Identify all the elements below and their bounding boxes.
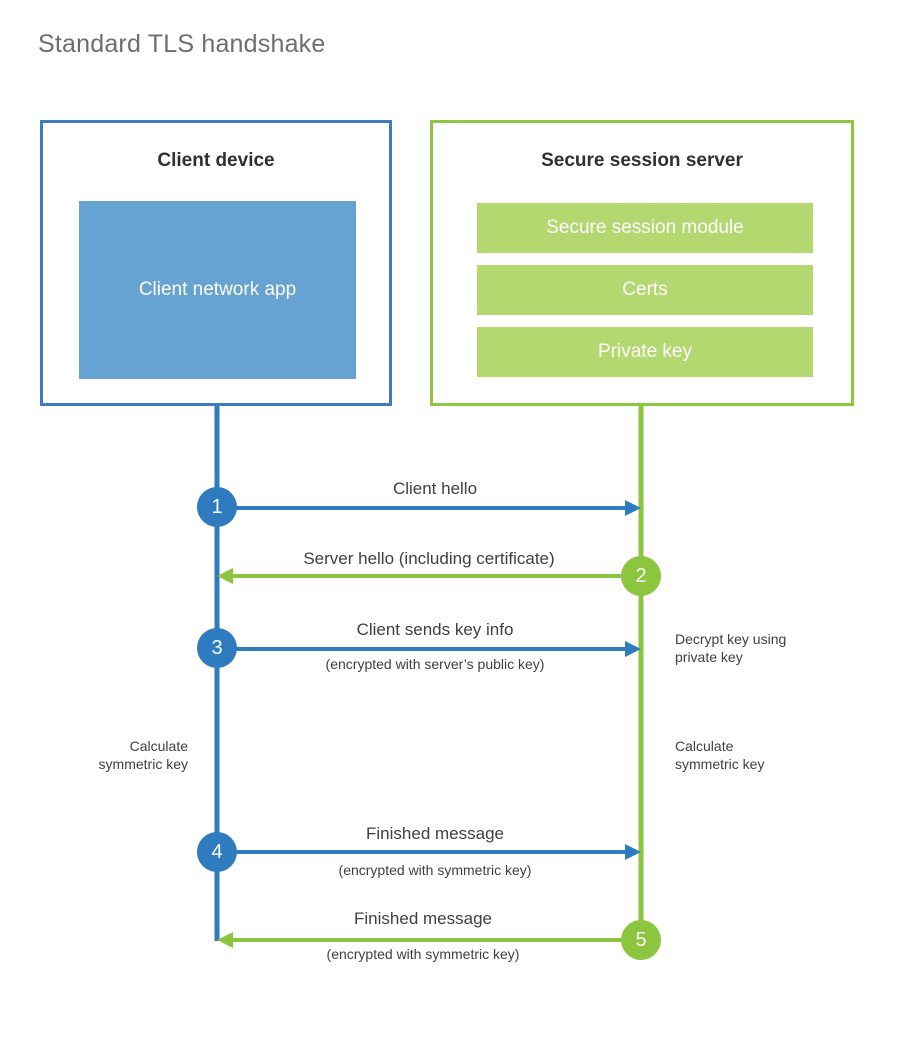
step-circle-3: 3 [197,628,237,668]
server-module-certs: Certs [477,265,813,315]
client-device-title: Client device [157,150,275,171]
server-module-private-key: Private key [477,327,813,377]
secure-session-server-title: Secure session server [541,150,743,171]
note-calculate-symmetric-key-client: Calculate symmetric key [98,738,188,772]
client-network-app-block: Client network app [79,201,356,379]
step-circle-2: 2 [621,556,661,596]
server-module-secure-session-module: Secure session module [477,203,813,253]
message-sublabel-4: (encrypted with symmetric key) [338,862,532,878]
arrow-step-2 [217,568,641,584]
arrow-step-1 [217,500,641,516]
message-label-2: Server hello (including certificate) [303,549,555,568]
message-sublabel-5: (encrypted with symmetric key) [326,946,520,962]
message-label-4: Finished message [366,824,504,843]
step-circle-1: 1 [197,487,237,527]
step-circle-5: 5 [621,920,661,960]
arrow-step-3 [217,641,641,657]
note-calculate-symmetric-key-server: Calculate symmetric key [675,738,765,772]
message-label-1: Client hello [392,479,478,498]
arrow-step-5 [217,932,641,948]
message-label-3: Client sends key info [356,620,514,639]
message-sublabel-3: (encrypted with server’s public key) [325,656,545,672]
client-device-box: Client device Client network app [40,120,392,406]
secure-session-server-box: Secure session server Secure session mod… [430,120,854,406]
note-decrypt-key: Decrypt key using private key [675,631,787,665]
page-title: Standard TLS handshake [38,30,326,58]
arrow-step-4 [217,844,641,860]
step-circle-4: 4 [197,832,237,872]
message-label-5: Finished message [354,909,492,928]
